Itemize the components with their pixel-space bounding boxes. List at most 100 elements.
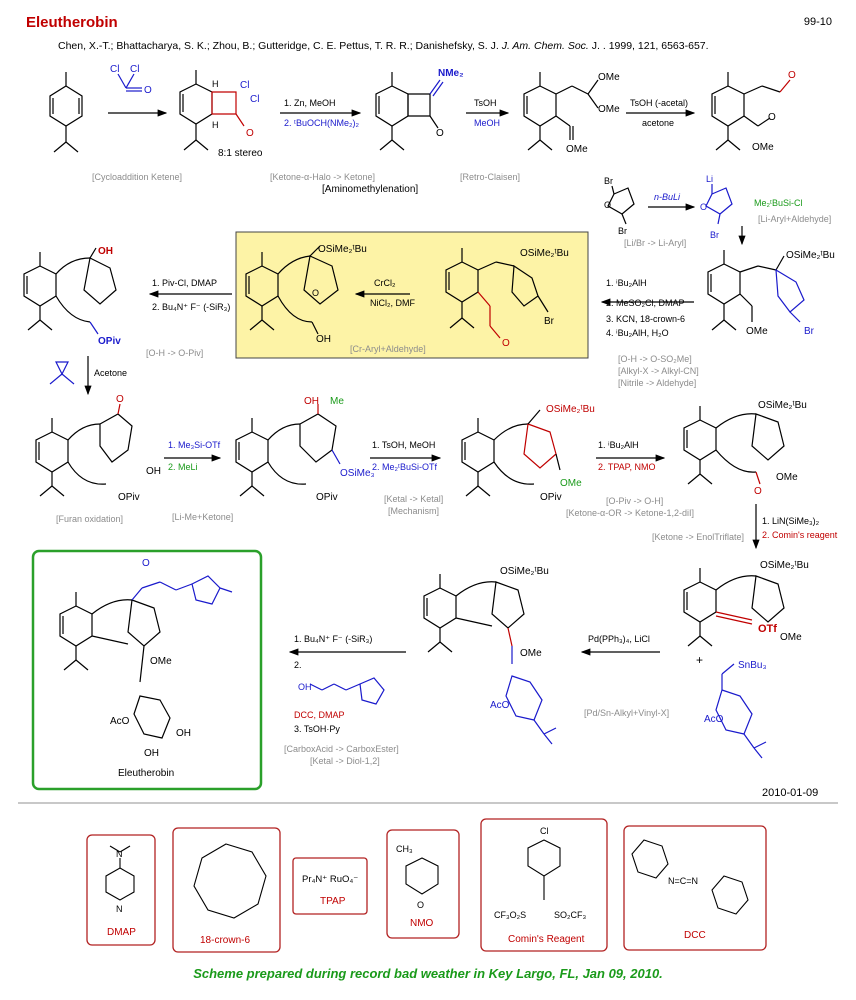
legend-crown (172, 827, 281, 953)
molecule-ketone (683, 406, 785, 485)
reagent-meli: 2. MeLi (168, 462, 198, 472)
reagent-crcl2: CrCl₂ (374, 278, 396, 288)
citation-journal: J. Am. Chem. Soc. (501, 40, 589, 52)
transform-6: [O-H -> O-Piv] (146, 348, 203, 358)
transform-14: [Pd/Sn-Alkyl+Vinyl-X] (584, 708, 669, 718)
cb-cl1: Cl (240, 80, 249, 91)
ester-o: O (768, 112, 776, 123)
cb-cl2: Cl (250, 94, 259, 105)
transform-10: [Li-Me+Ketone] (172, 512, 233, 522)
reagent-nicl2: NiCl₂, DMF (370, 298, 415, 308)
bfa-otbs: OSiMe₂ᵗBu (520, 248, 569, 259)
reagent-tsohpy: 3. TsOH·Py (294, 724, 340, 734)
tms-ho: OH (304, 396, 319, 407)
transform-8a: [O-H -> O-SO₂Me] (618, 354, 692, 364)
cyc-oh: OH (316, 334, 331, 345)
molecule-tms-ketal (235, 404, 341, 497)
legend-nmo (386, 829, 460, 939)
acetal-ome1: OMe (598, 72, 620, 83)
reagent-zn: 1. Zn, MeOH (284, 98, 336, 108)
otf-ome: OMe (780, 632, 802, 643)
highlight-box (235, 231, 589, 359)
ket-otbs: OSiMe₂ᵗBu (758, 400, 807, 411)
otf-otbs: OSiMe₂ᵗBu (760, 560, 809, 571)
pf-oh: OH (98, 246, 113, 257)
dbf-br2: Br (618, 226, 627, 236)
cpl-ome: OMe (520, 648, 542, 659)
molecule-bromofuran-aldehyde (445, 248, 549, 339)
transform-15a: [CarboxAcid -> CarboxEster] (284, 744, 399, 754)
transform-4: [Li/Br -> Li-Aryl] (624, 238, 686, 248)
molecule-stannane-sugar (715, 663, 767, 759)
ketene-cl1: Cl (110, 64, 119, 75)
molecule-furyl-silylether (707, 250, 805, 331)
dmap-label: DMAP (107, 927, 136, 938)
cyc-otbs: OSiMe₂ᵗBu (318, 244, 367, 255)
transform-1: [Cycloaddition Ketene] (92, 172, 182, 182)
urocanic-ho: OH (298, 682, 312, 692)
molecule-aldehyde (711, 72, 791, 151)
transform-11a: [Ketal -> Ketal] (384, 494, 443, 504)
transform-8b: [Alkyl-X -> Alkyl-CN] (618, 366, 699, 376)
target-label: Eleutherobin (118, 768, 174, 779)
molecule-acetal (523, 72, 599, 151)
ester-ome: OMe (752, 142, 774, 153)
scheme-code: 99-10 (803, 16, 832, 28)
molecule-enamine (375, 72, 444, 151)
transform-13: [Ketone -> EnolTriflate] (652, 532, 744, 542)
mk-opiv: OPiv (540, 492, 562, 503)
stereo-label: 8:1 stereo (218, 148, 263, 159)
ket-o: O (754, 486, 762, 497)
transform-7: [Cr-Aryl+Aldehyde] (350, 344, 426, 354)
el-ome: OMe (150, 656, 172, 667)
lf-li: Li (706, 174, 713, 184)
comins-tf1: CF₃O₂S (494, 910, 526, 920)
reagent-tsoh: TsOH (474, 98, 497, 108)
reagent-tmsotf: 1. Me₃Si-OTf (168, 440, 221, 450)
bfa-o: O (502, 338, 510, 349)
pyr-opiv: OPiv (118, 492, 140, 503)
reagent-pd: Pd(PPh₃)₄, LiCl (588, 634, 650, 644)
transform-12b: [Ketone-α-OR -> Ketone-1,2-diI] (566, 508, 694, 518)
dmap-n1: N (116, 849, 123, 859)
bfa-br: Br (544, 316, 555, 327)
crown-label: 18-crown-6 (200, 935, 250, 946)
el-o: O (142, 558, 150, 569)
enamine-nme2: NMe₂ (438, 68, 464, 79)
fsi-otbs: OSiMe₂ᵗBu (786, 250, 835, 261)
mk-otbs: OSiMe₂ᵗBu (546, 404, 595, 415)
molecule-cyclobutanone (179, 70, 245, 151)
ketene (117, 73, 142, 92)
cpl-otbs: OSiMe₂ᵗBu (500, 566, 549, 577)
transform-2b: [Aminomethylenation] (322, 184, 418, 195)
mk-ome: OMe (560, 478, 582, 489)
molecule-coupled (423, 574, 557, 745)
citation: Chen, X.-T.; Bhattacharya, S. K.; Zhou, … (58, 40, 709, 52)
nmo-label: NMO (410, 918, 434, 929)
molecule-dibromofuran (607, 185, 635, 225)
citation-tail: J. . 1999, 121, 6563-657. (591, 40, 709, 52)
cb-o: O (246, 128, 254, 139)
reagent-meoh: MeOH (474, 118, 500, 128)
lf-br: Br (710, 230, 719, 240)
legend-tpap (292, 857, 368, 915)
page-title: Eleutherobin (26, 14, 118, 31)
molecule-lithiofuran (705, 184, 733, 225)
el-oh2: OH (144, 748, 159, 759)
reagent-dcc: DCC, DMAP (294, 710, 345, 720)
reagent-dibal: 1. ⁱBu₂AlH (598, 440, 639, 450)
transform-2: [Ketone-α-Halo -> Ketone] (270, 172, 375, 182)
dbf-o: O (604, 200, 611, 210)
reagent-acetone: acetone (642, 118, 674, 128)
ket-ome: OMe (776, 472, 798, 483)
molecule-eleutherobin (59, 575, 233, 739)
el-aco: AcO (110, 716, 130, 727)
nmo-o: O (417, 900, 424, 910)
urocanic-acid (309, 677, 385, 705)
footer-note: Scheme prepared during record bad weathe… (193, 966, 663, 981)
reagent-kcn: 3. KCN, 18-crown-6 (606, 314, 685, 324)
reagent-acetone2: Acetone (94, 368, 127, 378)
cpl-aco: AcO (490, 700, 510, 711)
reagent-comins: 2. Comin's reagent (762, 530, 838, 540)
